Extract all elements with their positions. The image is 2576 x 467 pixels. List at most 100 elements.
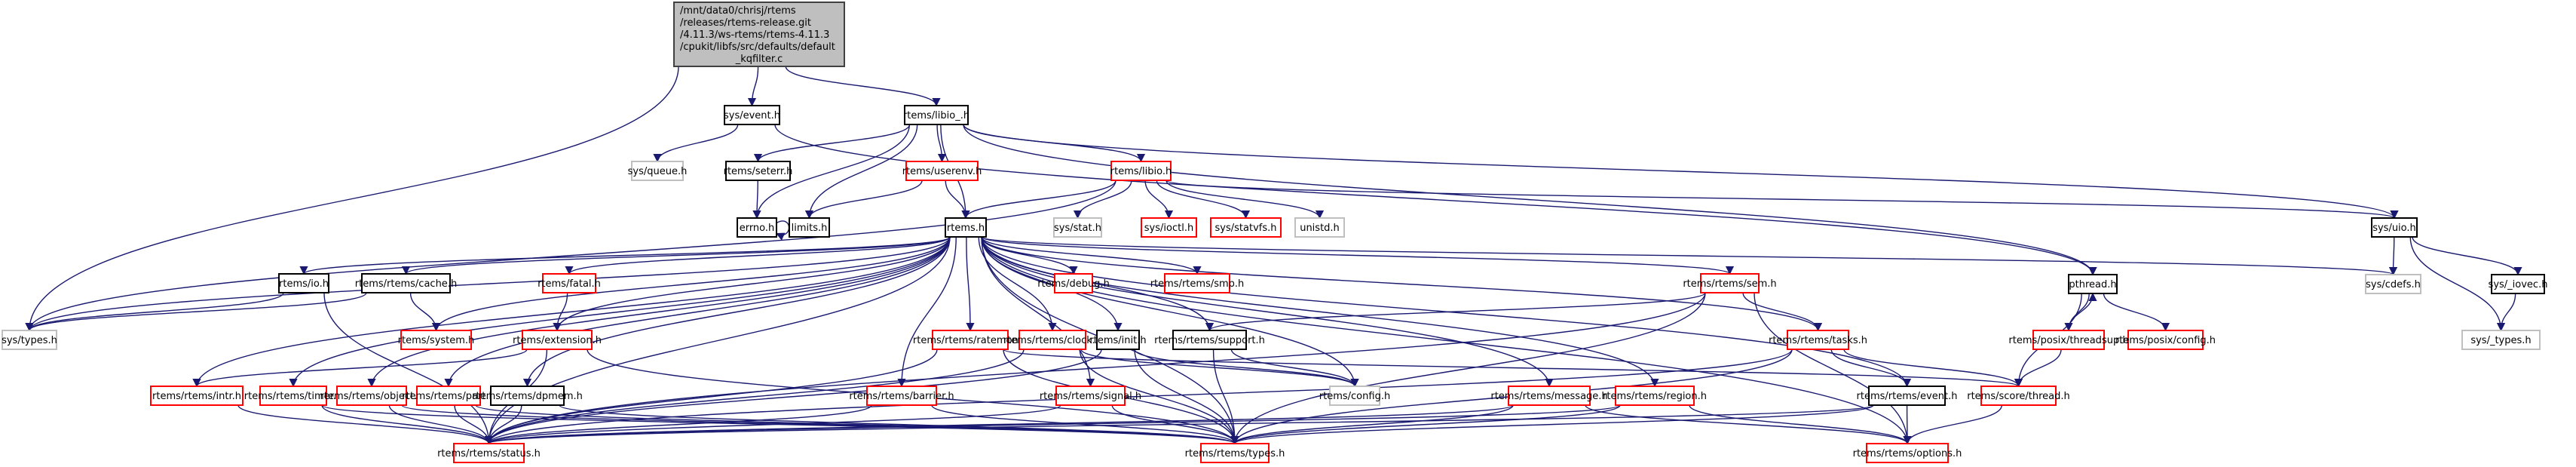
node-box[interactable] xyxy=(2371,217,2418,238)
node-box[interactable] xyxy=(1294,217,1345,238)
node-box[interactable] xyxy=(1110,161,1172,181)
node-score-thread[interactable]: rtems/score/thread.h xyxy=(1967,386,2070,406)
node-ratemon[interactable]: rtems/rtems/ratemon.h xyxy=(913,330,1028,350)
node-box[interactable] xyxy=(2127,330,2204,350)
node-box[interactable] xyxy=(278,273,329,293)
node-posix-config[interactable]: rtems/posix/config.h xyxy=(2115,330,2216,350)
node-types[interactable]: rtems/rtems/types.h xyxy=(1185,443,1285,463)
node-sys-stat[interactable]: sys/stat.h xyxy=(1053,217,1102,238)
node-sys-uio[interactable]: sys/uio.h xyxy=(2371,217,2418,238)
node-sys-types[interactable]: sys/types.h xyxy=(2,330,57,350)
node-limits[interactable]: limits.h xyxy=(789,217,830,238)
node-sys-queue[interactable]: sys/queue.h xyxy=(628,161,688,181)
node-box[interactable] xyxy=(789,217,830,238)
node-box[interactable] xyxy=(737,217,777,238)
node-box[interactable] xyxy=(1053,217,1102,238)
node-box[interactable] xyxy=(2365,274,2421,294)
node-box[interactable] xyxy=(1055,386,1126,406)
node-box[interactable] xyxy=(1508,386,1591,406)
node-box[interactable] xyxy=(932,330,1009,350)
node-sys-statvfs[interactable]: sys/statvfs.h xyxy=(1210,217,1282,238)
node-box[interactable] xyxy=(1329,386,1380,406)
node-init[interactable]: rtems/init.h xyxy=(1089,330,1147,350)
node-box[interactable] xyxy=(945,217,987,238)
node-box[interactable] xyxy=(1141,217,1197,238)
node-options[interactable]: rtems/rtems/options.h xyxy=(1853,443,1962,463)
node-box[interactable] xyxy=(259,386,327,406)
node-box[interactable] xyxy=(724,105,780,125)
node-box[interactable] xyxy=(1096,330,1140,350)
node-box[interactable] xyxy=(1615,386,1695,406)
node-intr[interactable]: rtems/rtems/intr.h xyxy=(150,386,244,406)
node-sys-iovec[interactable]: sys/_iovec.h xyxy=(2489,274,2548,294)
node-cache[interactable]: rtems/rtems/cache.h xyxy=(355,273,457,293)
node-dpmem[interactable]: rtems/rtems/dpmem.h xyxy=(472,386,583,406)
node-support[interactable]: rtems/rtems/support.h xyxy=(1154,330,1265,350)
node-part[interactable]: rtems/rtems/part.h xyxy=(402,386,495,406)
node-box[interactable] xyxy=(336,386,407,406)
node-rtems-io[interactable]: rtems/io.h xyxy=(278,273,329,293)
node-signal[interactable]: rtems/rtems/signal.h xyxy=(1040,386,1141,406)
node-box[interactable] xyxy=(1787,330,1849,350)
node-box[interactable] xyxy=(150,386,244,406)
node-box[interactable] xyxy=(2461,330,2541,350)
node-libio[interactable]: rtems/libio.h xyxy=(1110,161,1172,181)
node-seterr[interactable]: rtems/seterr.h xyxy=(724,161,793,181)
node-region[interactable]: rtems/rtems/region.h xyxy=(1603,386,1707,406)
node-rtems[interactable]: rtems.h xyxy=(945,217,987,238)
node-box[interactable] xyxy=(1018,330,1086,350)
node-unistd[interactable]: unistd.h xyxy=(1294,217,1345,238)
node-box[interactable] xyxy=(416,386,481,406)
node-box[interactable] xyxy=(1980,386,2057,406)
node-clock[interactable]: rtems/rtems/clock.h xyxy=(1003,330,1101,350)
node-box[interactable] xyxy=(2068,274,2118,294)
node-event[interactable]: rtems/rtems/event.h xyxy=(1857,386,1958,406)
node-sys--types[interactable]: sys/_types.h xyxy=(2461,330,2541,350)
node-debug[interactable]: rtems/debug.h xyxy=(1037,273,1110,293)
node-box[interactable] xyxy=(904,105,969,125)
node-box[interactable] xyxy=(542,273,596,293)
node-box[interactable] xyxy=(1200,443,1270,463)
node-box[interactable] xyxy=(673,2,845,67)
node-userenv[interactable]: rtems/userenv.h xyxy=(902,161,982,181)
node-sys-event[interactable]: sys/event.h xyxy=(724,105,780,125)
node-pthread[interactable]: pthread.h xyxy=(2068,274,2118,294)
node-box[interactable] xyxy=(453,443,525,463)
node-root[interactable]: /mnt/data0/chrisj/rtems/releases/rtems-r… xyxy=(673,2,845,67)
node-box[interactable] xyxy=(905,161,979,181)
node-box[interactable] xyxy=(725,161,791,181)
node-box[interactable] xyxy=(1164,273,1230,293)
node-timer[interactable]: rtems/rtems/timer.h xyxy=(244,386,342,406)
node-extension[interactable]: rtems/extension.h xyxy=(513,330,602,350)
node-sys-ioctl[interactable]: sys/ioctl.h xyxy=(1141,217,1197,238)
node-tasks[interactable]: rtems/rtems/tasks.h xyxy=(1769,330,1867,350)
node-status[interactable]: rtems/rtems/status.h xyxy=(437,443,541,463)
node-sem[interactable]: rtems/rtems/sem.h xyxy=(1683,273,1777,293)
node-barrier[interactable]: rtems/rtems/barrier.h xyxy=(849,386,954,406)
node-object[interactable]: rtems/rtems/object.h xyxy=(320,386,424,406)
node-box[interactable] xyxy=(1210,217,1282,238)
node-box[interactable] xyxy=(1700,273,1760,293)
node-box[interactable] xyxy=(2032,330,2105,350)
node-box[interactable] xyxy=(631,161,684,181)
node-box[interactable] xyxy=(1866,443,1949,463)
node-box[interactable] xyxy=(490,386,565,406)
node-config[interactable]: rtems/config.h xyxy=(1319,386,1390,406)
node-box[interactable] xyxy=(1172,330,1247,350)
node-message[interactable]: rtems/rtems/message.h xyxy=(1490,386,1608,406)
node-libio-[interactable]: rtems/libio_.h xyxy=(903,105,969,125)
node-threadsup[interactable]: rtems/posix/threadsup.h xyxy=(2008,330,2129,350)
node-box[interactable] xyxy=(361,273,451,293)
node-box[interactable] xyxy=(522,330,593,350)
node-system[interactable]: rtems/system.h xyxy=(398,330,475,350)
node-box[interactable] xyxy=(1868,386,1946,406)
node-box[interactable] xyxy=(400,330,472,350)
node-smp[interactable]: rtems/rtems/smp.h xyxy=(1150,273,1245,293)
node-fatal[interactable]: rtems/fatal.h xyxy=(538,273,601,293)
node-box[interactable] xyxy=(1054,273,1093,293)
node-errno[interactable]: errno.h xyxy=(737,217,777,238)
node-box[interactable] xyxy=(866,386,937,406)
node-box[interactable] xyxy=(2491,274,2545,294)
node-box[interactable] xyxy=(2,330,57,350)
node-sys-cdefs[interactable]: sys/cdefs.h xyxy=(2365,274,2421,294)
